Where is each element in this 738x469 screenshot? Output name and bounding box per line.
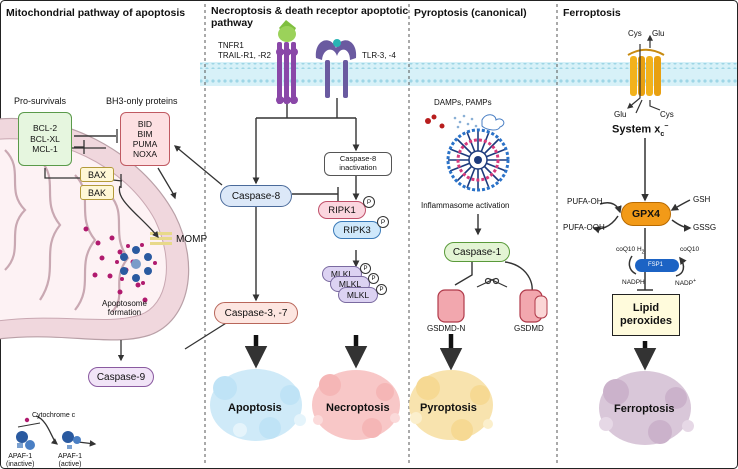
panel-title-pyro: Pyroptosis (canonical) — [414, 7, 527, 19]
gpx4-box: GPX4 — [621, 202, 671, 226]
bh3-box: BID BIM PUMA NOXA — [120, 112, 170, 166]
ripk3-box: RIPK3 — [333, 221, 381, 239]
pufa-ooh-label: PUFA-OOH — [563, 223, 605, 232]
bh3-item: NOXA — [132, 149, 158, 160]
bh3-item: BID — [137, 118, 153, 129]
gssg-label: GSSG — [693, 223, 717, 232]
cys-label-bottom: Cys — [660, 110, 674, 119]
prosurvival-box: BCL-2 BCL-XL MCL-1 — [18, 112, 72, 166]
apaf1-active-label: APAF-1(active) — [58, 453, 82, 468]
phospho-badge: P — [360, 263, 371, 274]
glu-label-top: Glu — [652, 29, 665, 38]
ripk1-box: RIPK1 — [318, 201, 366, 219]
damps-pamps-icon — [425, 114, 505, 131]
prosurvival-item: BCL-2 — [32, 123, 58, 134]
system-xc-label: System xc− — [612, 123, 669, 138]
cytochrome-c-label: Cytochrome c — [32, 412, 76, 419]
caspase9-box: Caspase-9 — [88, 367, 154, 387]
gsdmd-label: GSDMD — [514, 324, 544, 333]
momp-label: MOMP — [176, 234, 208, 245]
inflammasome-icon — [446, 128, 510, 192]
phospho-badge: P — [377, 216, 389, 228]
phospho-badge: P — [368, 273, 379, 284]
panel-title-ferro: Ferroptosis — [563, 7, 621, 19]
pyroptosis-cloud — [409, 370, 493, 441]
damps-label: DAMPs, PAMPs — [434, 98, 492, 107]
mlkl-box: MLKL — [338, 287, 378, 303]
cys-label-top: Cys — [628, 29, 642, 38]
bak-box: BAK — [80, 185, 114, 200]
prosurvival-item: MCL-1 — [32, 144, 58, 155]
mitochondrion-icon — [0, 117, 190, 341]
gsdmd-icon — [519, 289, 548, 323]
cytochrome-c-dot — [24, 417, 30, 423]
apaf1-inactive-label: APAF-1(inactive) — [6, 453, 35, 468]
prosurvival-item: BCL-XL — [30, 133, 60, 144]
cytochrome-c-dots — [83, 226, 148, 303]
fsp1-label: FSP1 — [648, 262, 664, 268]
phospho-badge: P — [363, 196, 375, 208]
nadp-label: NADP+ — [675, 278, 696, 288]
bh3-label: BH3-only proteins — [106, 96, 178, 106]
momp-pore-icon — [150, 232, 172, 245]
panel-title-mito: Mitochondrial pathway of apoptosis — [6, 7, 186, 19]
gsdmd-n-icon — [437, 289, 465, 323]
gsh-label: GSH — [693, 195, 711, 204]
receptor-tlr-icon — [315, 39, 357, 98]
gsdmd-n-label: GSDMD-N — [427, 324, 466, 333]
panel-title-necro-2: pathway — [211, 17, 254, 29]
inflammasome-label: Inflammasome activation — [421, 201, 510, 210]
coq10h2-label: coQ10 H2 — [616, 246, 645, 256]
apaf1-active-icon — [62, 431, 81, 449]
caspase1-box: Caspase-1 — [444, 242, 510, 262]
receptor-tnfr1-icon — [276, 20, 298, 104]
apoptosome-icon — [115, 243, 157, 285]
pufa-oh-label: PUFA-OH — [567, 197, 603, 206]
glu-label-bottom: Glu — [614, 110, 627, 119]
panel-separators — [204, 4, 558, 465]
bax-box: BAX — [80, 167, 114, 182]
caspase8-box: Caspase-8 — [220, 185, 292, 207]
apoptosis-cloud — [210, 369, 306, 441]
necroptosis-cloud — [312, 370, 400, 440]
apoptosis-label: Apoptosis — [228, 402, 282, 414]
pyroptosis-label: Pyroptosis — [420, 402, 477, 414]
tlr-label: TLR-3, -4 — [362, 51, 396, 60]
caspase37-box: Caspase-3, -7 — [214, 302, 298, 324]
trail-label: TRAIL-R1, -R2 — [218, 51, 271, 60]
panel-title-necro-1: Necroptosis & death receptor apoptotic — [211, 5, 409, 17]
bh3-item: BIM — [137, 128, 153, 139]
coq10-label: coQ10 — [680, 246, 700, 253]
scissors-icon — [476, 277, 508, 288]
apaf1-inactive-icon — [16, 431, 35, 450]
necroptosis-label: Necroptosis — [326, 402, 390, 414]
phospho-badge: P — [376, 284, 387, 295]
ferroptosis-cloud — [599, 371, 694, 445]
tnfr1-label: TNFR1 — [218, 41, 244, 50]
bh3-item: PUMA — [132, 139, 158, 149]
ferroptosis-label: Ferroptosis — [614, 403, 675, 415]
fsp1-pill — [635, 259, 679, 272]
prosurvivals-label: Pro-survivals — [14, 96, 67, 106]
nadph-label: NADPH — [622, 279, 645, 286]
